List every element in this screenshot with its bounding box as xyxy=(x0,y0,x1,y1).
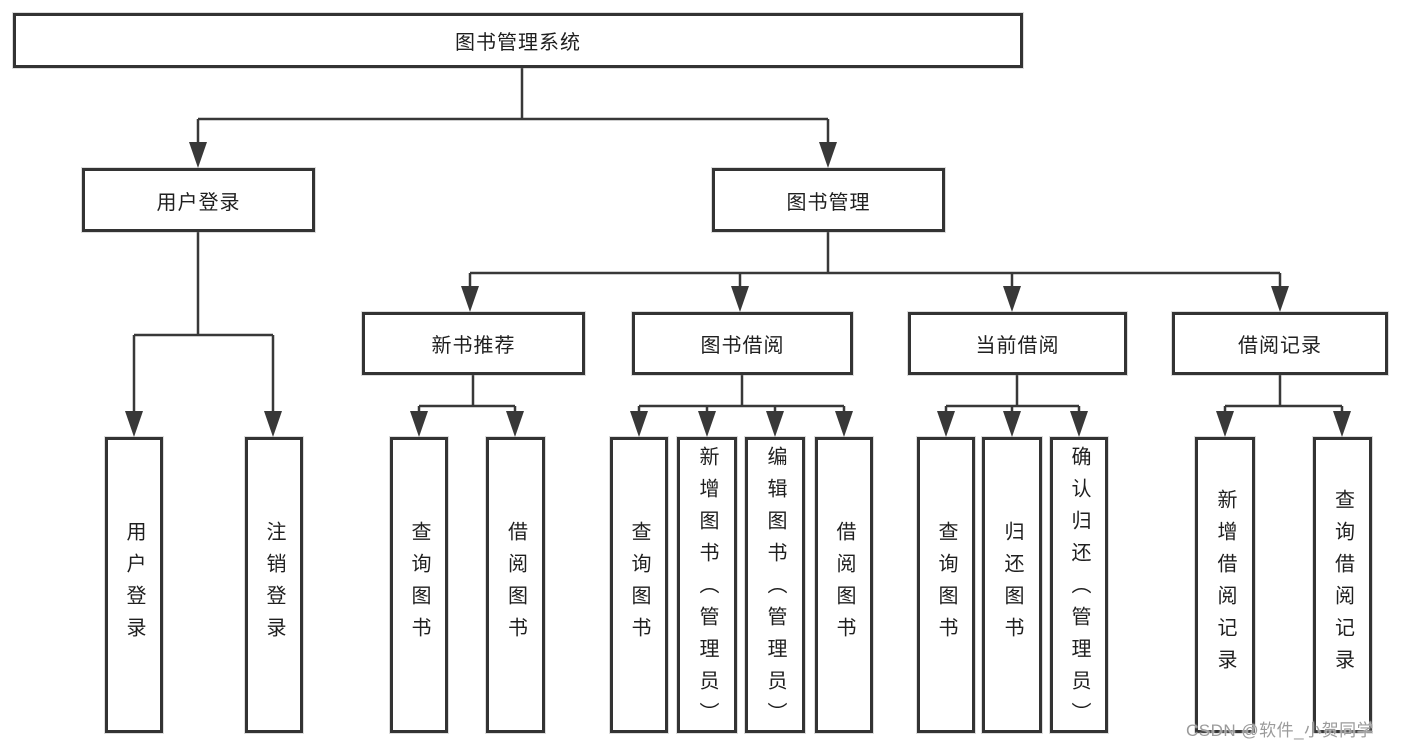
arrow-down-icon xyxy=(1216,411,1234,437)
node-leaf-logout: 注销登录 xyxy=(245,437,303,733)
arrow-down-icon xyxy=(264,411,282,437)
arrow-down-icon xyxy=(766,411,784,437)
node-leaf-borrow-edit-book-admin: 编辑图书（管理员） xyxy=(745,437,805,734)
arrow-down-icon xyxy=(506,411,524,437)
arrow-down-icon xyxy=(1070,411,1088,437)
node-leaf-records-add: 新增借阅记录 xyxy=(1195,437,1255,733)
node-leaf-borrow-query-book: 查询图书 xyxy=(610,437,668,733)
node-leaf-recommend-query-book: 查询图书 xyxy=(390,437,448,733)
arrow-down-icon xyxy=(937,411,955,437)
node-current-borrow: 当前借阅 xyxy=(908,312,1127,375)
arrow-down-icon xyxy=(698,411,716,437)
node-leaf-user-login: 用户登录 xyxy=(105,437,163,733)
node-leaf-borrow-add-book-admin: 新增图书（管理员） xyxy=(677,437,737,734)
arrow-down-icon xyxy=(1003,286,1021,312)
arrow-down-icon xyxy=(1003,411,1021,437)
node-leaf-borrow-borrow-book: 借阅图书 xyxy=(815,437,873,733)
node-leaf-recommend-borrow-book: 借阅图书 xyxy=(486,437,545,733)
node-leaf-current-return-book: 归还图书 xyxy=(982,437,1042,733)
arrow-down-icon xyxy=(125,411,143,437)
csdn-watermark: CSDN @软件_小贺同学 xyxy=(1186,721,1375,740)
arrow-down-icon xyxy=(410,411,428,437)
arrowheads xyxy=(125,142,1351,437)
node-user-login: 用户登录 xyxy=(82,168,315,232)
node-book-management: 图书管理 xyxy=(712,168,945,232)
arrow-down-icon xyxy=(1271,286,1289,312)
arrow-down-icon xyxy=(461,286,479,312)
node-borrow-records: 借阅记录 xyxy=(1172,312,1388,375)
arrow-down-icon xyxy=(835,411,853,437)
arrow-down-icon xyxy=(630,411,648,437)
node-book-borrow: 图书借阅 xyxy=(632,312,853,375)
connector-paths xyxy=(132,68,1344,414)
node-new-book-recommend: 新书推荐 xyxy=(362,312,585,375)
arrow-down-icon xyxy=(189,142,207,168)
node-leaf-records-query: 查询借阅记录 xyxy=(1313,437,1372,733)
node-leaf-current-query-book: 查询图书 xyxy=(917,437,975,733)
node-root: 图书管理系统 xyxy=(13,13,1023,68)
arrow-down-icon xyxy=(1333,411,1351,437)
arrow-down-icon xyxy=(819,142,837,168)
node-leaf-current-confirm-return-admin: 确认归还（管理员） xyxy=(1050,437,1108,734)
arrow-down-icon xyxy=(731,286,749,312)
